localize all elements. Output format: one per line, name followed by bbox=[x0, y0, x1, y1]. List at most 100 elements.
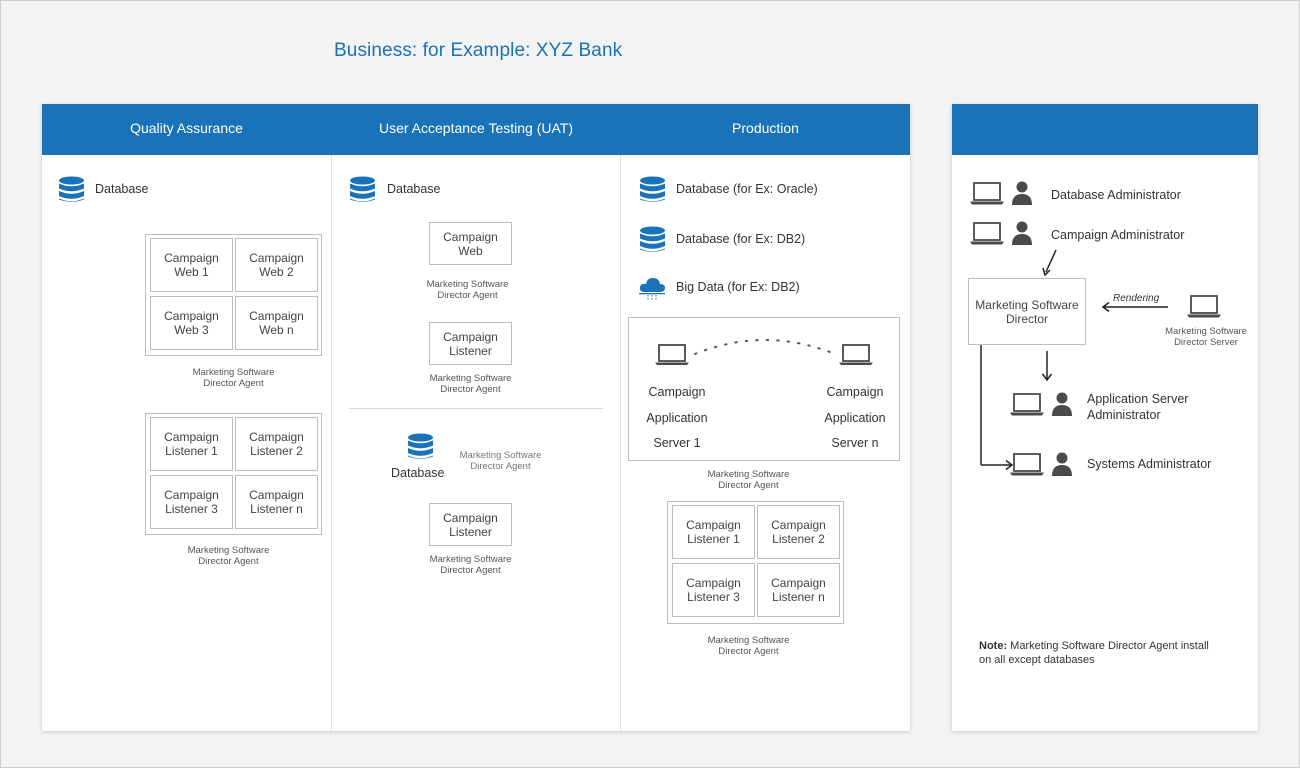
install-note: Note: Marketing Software Director Agent … bbox=[979, 639, 1209, 667]
uat-column-header: User Acceptance Testing (UAT) bbox=[378, 120, 573, 136]
uat-campaign-listener-box: Campaign Listener bbox=[429, 322, 512, 365]
administration-panel: Database Administrator Campaign Administ… bbox=[952, 104, 1258, 731]
note-line-1: Note: Marketing Software Director Agent … bbox=[979, 639, 1209, 653]
qa-listener-group: Campaign Listener 1 Campaign Listener 2 … bbox=[145, 413, 322, 535]
laptop-icon bbox=[1010, 393, 1044, 416]
uat-lower-db-agent-label: Marketing Software Director Agent bbox=[443, 450, 558, 472]
qa-web-agent-label: Marketing Software Director Agent bbox=[145, 367, 322, 389]
box-line: Campaign bbox=[443, 229, 498, 244]
box-line: Listener 1 bbox=[165, 444, 218, 458]
director-server-label: Marketing Software Director Server bbox=[1147, 326, 1265, 348]
cloud-icon bbox=[639, 278, 665, 301]
prod-big-data-label: Big Data (for Ex: DB2) bbox=[676, 280, 800, 294]
box-line: Listener 1 bbox=[687, 532, 740, 546]
campaign-web-3-box: Campaign Web 3 bbox=[150, 296, 233, 350]
prod-listener-group: Campaign Listener 1 Campaign Listener 2 … bbox=[667, 501, 844, 624]
prod-listener-agent-label: Marketing Software Director Agent bbox=[691, 635, 806, 657]
box-line: Campaign bbox=[164, 251, 219, 265]
box-line: Web 2 bbox=[259, 265, 294, 279]
laptop-icon bbox=[1187, 295, 1221, 318]
agent-line: Marketing Software bbox=[707, 635, 790, 646]
database-icon bbox=[350, 176, 375, 202]
environments-header-bar bbox=[42, 104, 910, 155]
laptop-icon bbox=[970, 222, 1004, 245]
label-line: Application Server bbox=[1087, 392, 1189, 406]
note-text: Marketing Software Director Agent instal… bbox=[1007, 640, 1209, 652]
uat-lower-listener-agent-label: Marketing Software Director Agent bbox=[413, 554, 528, 576]
qa-web-group: Campaign Web 1 Campaign Web 2 Campaign W… bbox=[145, 234, 322, 356]
box-line: Listener bbox=[449, 524, 492, 539]
database-icon bbox=[59, 176, 84, 202]
campaign-admin-label: Campaign Administrator bbox=[1051, 228, 1185, 242]
label-line: Server 1 bbox=[653, 436, 701, 450]
box-line: Campaign bbox=[443, 329, 498, 344]
box-line: Campaign bbox=[771, 518, 826, 532]
prod-db-oracle-label: Database (for Ex: Oracle) bbox=[676, 182, 818, 196]
box-line: Campaign bbox=[249, 309, 304, 323]
label-line: Server n bbox=[831, 436, 879, 450]
agent-line: Director Agent bbox=[470, 461, 531, 472]
agent-line: Director Agent bbox=[437, 290, 498, 301]
campaign-listener-3-box: Campaign Listener 3 bbox=[150, 475, 233, 529]
box-line: Campaign bbox=[686, 576, 741, 590]
box-line: Web 3 bbox=[174, 323, 209, 337]
uat-database-label: Database bbox=[387, 182, 441, 196]
box-line: Listener 2 bbox=[772, 532, 825, 546]
label-line: Application bbox=[646, 410, 708, 425]
qa-database-label: Database bbox=[95, 182, 149, 196]
box-line: Campaign bbox=[164, 488, 219, 502]
campaign-listener-2-box: Campaign Listener 2 bbox=[235, 417, 318, 471]
environments-panel: Quality Assurance User Acceptance Testin… bbox=[42, 104, 910, 731]
agent-line: Director Agent bbox=[203, 378, 264, 389]
database-icon bbox=[408, 433, 433, 459]
user-icon bbox=[1052, 392, 1072, 416]
box-line: Web n bbox=[259, 323, 294, 337]
campaign-listener-n-box: Campaign Listener n bbox=[235, 475, 318, 529]
database-icon bbox=[640, 226, 665, 252]
db-admin-label: Database Administrator bbox=[1051, 188, 1181, 202]
column-divider bbox=[620, 155, 621, 731]
column-divider bbox=[331, 155, 332, 731]
box-line: Web bbox=[458, 243, 483, 258]
box-line: Listener 3 bbox=[687, 590, 740, 604]
agent-line: Director Agent bbox=[198, 556, 259, 567]
administration-header-bar bbox=[952, 104, 1258, 155]
qa-listener-agent-label: Marketing Software Director Agent bbox=[140, 545, 317, 567]
laptop-icon bbox=[970, 182, 1004, 205]
elbow-arrow-icon bbox=[980, 345, 1014, 471]
laptop-icon bbox=[1010, 453, 1044, 476]
rendering-label: Rendering bbox=[1113, 293, 1160, 304]
note-line-2: on all except databases bbox=[979, 654, 1095, 666]
campaign-web-n-box: Campaign Web n bbox=[235, 296, 318, 350]
user-icon bbox=[1052, 452, 1072, 476]
uat-listener-agent-label: Marketing Software Director Agent bbox=[413, 373, 528, 395]
box-line: Campaign bbox=[771, 576, 826, 590]
campaign-listener-n-box: Campaign Listener n bbox=[757, 563, 840, 617]
agent-line: Marketing Software bbox=[459, 450, 542, 461]
agent-line: Marketing Software bbox=[429, 554, 512, 565]
user-icon bbox=[1012, 181, 1032, 205]
agent-line: Director Agent bbox=[718, 480, 779, 491]
production-column-header: Production bbox=[732, 120, 799, 136]
director-box: Marketing Software Director bbox=[968, 278, 1086, 345]
qa-column-header: Quality Assurance bbox=[130, 120, 243, 136]
agent-line: Marketing Software bbox=[426, 279, 509, 290]
uat-campaign-web-box: Campaign Web bbox=[429, 222, 512, 265]
box-line: Campaign bbox=[164, 309, 219, 323]
agent-line: Marketing Software bbox=[192, 367, 275, 378]
arrow-down-icon bbox=[1041, 351, 1053, 382]
box-line: Marketing Software bbox=[975, 297, 1079, 312]
box-line: Director bbox=[1005, 311, 1048, 326]
prod-db-db2-label: Database (for Ex: DB2) bbox=[676, 232, 806, 246]
systems-admin-label: Systems Administrator bbox=[1087, 457, 1212, 471]
label-line: Application bbox=[824, 410, 886, 425]
box-line: Campaign bbox=[686, 518, 741, 532]
campaign-web-2-box: Campaign Web 2 bbox=[235, 238, 318, 292]
campaign-listener-2-box: Campaign Listener 2 bbox=[757, 505, 840, 559]
box-line: Campaign bbox=[443, 510, 498, 525]
app-server-n-label: Campaign Application Server n bbox=[807, 380, 903, 457]
box-line: Web 1 bbox=[174, 265, 209, 279]
box-line: Listener bbox=[449, 343, 492, 358]
agent-line: Director Agent bbox=[718, 646, 779, 657]
uat-lower-campaign-listener-box: Campaign Listener bbox=[429, 503, 512, 546]
